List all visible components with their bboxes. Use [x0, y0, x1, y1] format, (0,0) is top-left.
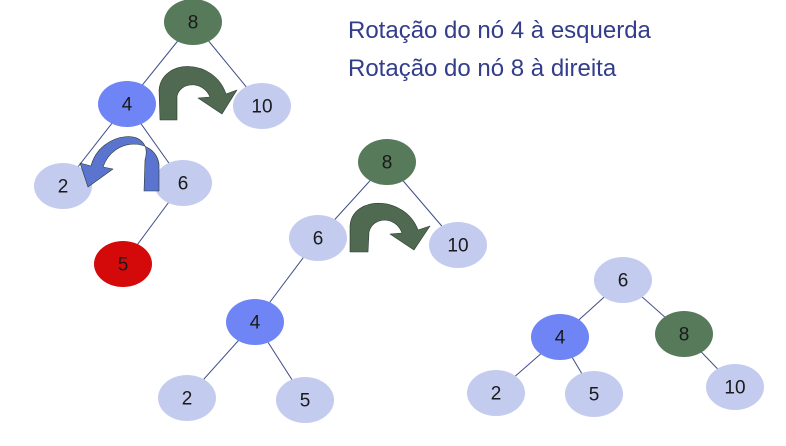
node-10-label: 10 — [724, 378, 745, 399]
node-6-label: 6 — [618, 271, 629, 292]
node-5-circle — [565, 371, 623, 417]
node-4-label: 4 — [122, 95, 133, 116]
node-8-label: 8 — [382, 153, 393, 174]
tree-after-left-rotation-nodes: 8 6 10 4 2 5 — [158, 139, 487, 423]
node-4-circle — [226, 299, 284, 345]
node-10-circle — [233, 83, 291, 129]
node-2: 2 — [34, 163, 92, 209]
node-4: 4 — [98, 81, 156, 127]
node-10-circle — [429, 222, 487, 268]
node-5-label: 5 — [118, 255, 129, 276]
node-2-circle — [158, 375, 216, 421]
node-2: 2 — [158, 375, 216, 421]
tree-after-right-rotation-nodes: 6 4 8 2 5 10 — [467, 257, 764, 417]
node-8: 8 — [164, 0, 222, 45]
node-8-circle — [164, 0, 222, 45]
node-5-circle — [276, 377, 334, 423]
node-2-label: 2 — [491, 384, 502, 405]
node-8-circle — [358, 139, 416, 185]
node-5: 5 — [276, 377, 334, 423]
caption-left-rotation: Rotação do nó 4 à esquerda — [348, 17, 651, 44]
node-2-circle — [467, 370, 525, 416]
tree-after-left-rotation — [186, 161, 459, 401]
node-10: 10 — [429, 222, 487, 268]
rotation-arrow-left-tree1-icon — [79, 136, 160, 192]
node-8-circle — [655, 311, 713, 357]
tree-original — [62, 21, 263, 265]
node-5: 5 — [565, 371, 623, 417]
node-6: 6 — [289, 215, 347, 261]
node-10-label: 10 — [447, 236, 468, 257]
rotation-arrow-right-tree2-icon — [349, 202, 431, 253]
node-8-label: 8 — [188, 13, 199, 34]
node-2-label: 2 — [182, 389, 193, 410]
node-2-circle — [34, 163, 92, 209]
node-6-circle — [289, 215, 347, 261]
node-6-label: 6 — [313, 229, 324, 250]
node-8: 8 — [358, 139, 416, 185]
node-2-label: 2 — [58, 177, 69, 198]
node-5-label: 5 — [300, 391, 311, 412]
node-2: 2 — [467, 370, 525, 416]
node-10: 10 — [706, 364, 764, 410]
node-4-label: 4 — [250, 313, 261, 334]
caption-right-rotation: Rotação do nó 8 à direita — [348, 55, 617, 82]
node-8: 8 — [655, 311, 713, 357]
rotation-arrow-right-tree1-icon — [158, 66, 238, 121]
node-4-label: 4 — [555, 328, 566, 349]
node-10: 10 — [233, 83, 291, 129]
node-4: 4 — [531, 314, 589, 360]
node-10-label: 10 — [251, 97, 272, 118]
node-4-circle — [531, 314, 589, 360]
node-6: 6 — [154, 160, 212, 206]
node-6-circle — [154, 160, 212, 206]
node-4-circle — [98, 81, 156, 127]
node-6: 6 — [594, 257, 652, 303]
node-8-label: 8 — [679, 325, 690, 346]
node-6-label: 6 — [178, 174, 189, 195]
tree-original-nodes: 8 4 10 2 6 5 — [34, 0, 291, 287]
node-5-label: 5 — [589, 385, 600, 406]
node-5: 5 — [94, 241, 152, 287]
node-6-circle — [594, 257, 652, 303]
node-5-circle — [94, 241, 152, 287]
node-4: 4 — [226, 299, 284, 345]
node-10-circle — [706, 364, 764, 410]
